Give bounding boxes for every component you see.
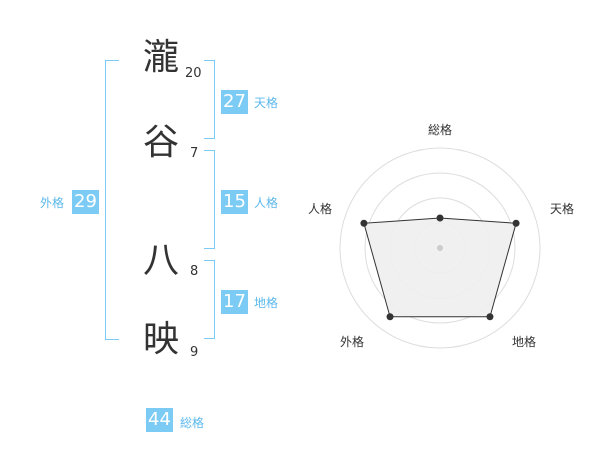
radar-point-4: [386, 313, 394, 321]
radar-axis-label-gaikaku: 外格: [339, 335, 364, 349]
radar-center-dot: [437, 245, 443, 251]
radar-ring-4: [339, 147, 541, 349]
radar-point-5: [360, 219, 368, 227]
name-char-3: 八: [142, 240, 179, 281]
radar-ring-1: [414, 222, 466, 274]
jinkaku-label: 人格: [254, 196, 279, 210]
jinkaku-value: 15: [221, 190, 248, 214]
chikaku-bracket: [204, 260, 215, 339]
tenkaku-label: 天格: [254, 96, 279, 110]
radar-ring-2: [389, 197, 491, 299]
gaikaku-bracket: [105, 60, 119, 340]
name-char-1: 瀧: [142, 37, 179, 78]
tenkaku-value: 27: [221, 90, 248, 114]
chikaku-label: 地格: [254, 296, 279, 310]
radar-ring-3: [364, 172, 516, 324]
gaikaku-label: 外格: [40, 196, 65, 210]
radar-axis-label-soukaku: 総格: [427, 123, 452, 137]
stroke-count-4: 9: [190, 345, 199, 360]
soukaku-value: 44: [146, 408, 173, 432]
gaikaku-value: 29: [72, 190, 99, 214]
jinkaku-bracket: [204, 150, 215, 249]
stroke-count-2: 7: [190, 146, 199, 161]
tenkaku-bracket: [204, 60, 215, 139]
name-char-2: 谷: [142, 122, 179, 163]
radar-point-2: [512, 219, 520, 227]
chikaku-value: 17: [221, 290, 248, 314]
radar-axis-label-tenkaku: 天格: [549, 202, 574, 216]
radar-axis-label-jinkaku: 人格: [307, 202, 332, 216]
radar-data-polygon: [363, 217, 517, 318]
radar-point-3: [486, 313, 494, 321]
radar-axis-label-chikaku: 地格: [511, 335, 536, 349]
stroke-count-3: 8: [190, 264, 199, 279]
stroke-count-1: 20: [185, 66, 202, 81]
name-char-4: 映: [142, 319, 179, 360]
soukaku-label: 総格: [180, 416, 205, 430]
radar-point-1: [436, 214, 444, 222]
